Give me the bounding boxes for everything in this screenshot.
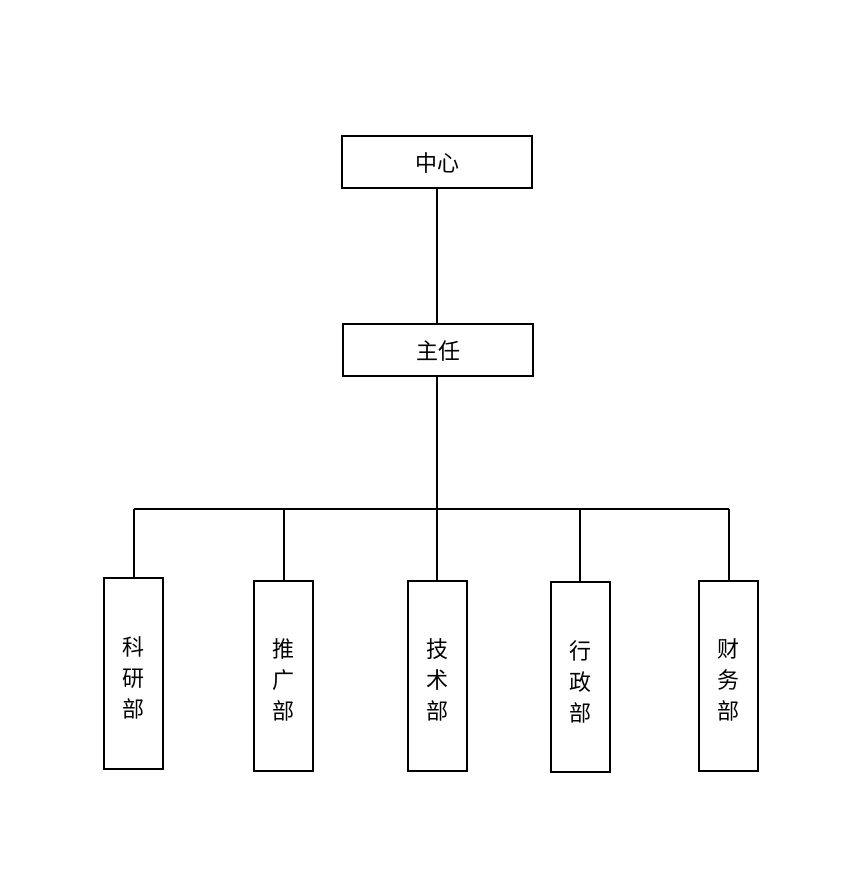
dept-jishu: 技术部 xyxy=(407,580,468,772)
dept-keyan-label: 科研部 xyxy=(122,636,144,723)
dept-label-char: 部 xyxy=(569,702,591,727)
dept-keyan-box xyxy=(103,577,164,770)
dept-jishu-label: 技术部 xyxy=(426,638,448,725)
dept-tuiguang: 推广部 xyxy=(253,580,314,772)
dept-caiwu: 财务部 xyxy=(698,580,759,772)
dept-tuiguang-box xyxy=(253,580,314,772)
node-director: 主任 xyxy=(342,323,534,377)
dept-label-char: 广 xyxy=(272,669,294,694)
dept-label-char: 部 xyxy=(426,700,448,725)
dept-xingzheng-box xyxy=(550,581,611,773)
dept-label-char: 科 xyxy=(122,636,144,661)
node-center-label: 中心 xyxy=(415,152,459,177)
dept-jishu-box xyxy=(407,580,468,772)
dept-label-char: 政 xyxy=(569,671,591,696)
node-center-box xyxy=(341,135,533,189)
dept-label-char: 财 xyxy=(717,638,739,663)
node-center: 中心 xyxy=(341,135,533,189)
dept-caiwu-box xyxy=(698,580,759,772)
dept-label-char: 技 xyxy=(426,638,448,663)
dept-caiwu-label: 财务部 xyxy=(717,638,739,725)
dept-label-char: 务 xyxy=(717,669,739,694)
dept-label-char: 行 xyxy=(569,640,591,665)
dept-label-char: 部 xyxy=(272,700,294,725)
dept-keyan: 科研部 xyxy=(103,577,164,770)
node-director-box xyxy=(342,323,534,377)
dept-label-char: 术 xyxy=(426,669,448,694)
dept-tuiguang-label: 推广部 xyxy=(272,638,294,725)
node-director-label: 主任 xyxy=(416,340,460,365)
connectors xyxy=(133,188,730,582)
dept-label-char: 研 xyxy=(122,667,144,692)
dept-xingzheng: 行政部 xyxy=(550,581,611,773)
dept-label-char: 推 xyxy=(272,638,294,663)
dept-label-char: 部 xyxy=(717,700,739,725)
dept-label-char: 部 xyxy=(122,698,144,723)
dept-xingzheng-label: 行政部 xyxy=(569,640,591,727)
